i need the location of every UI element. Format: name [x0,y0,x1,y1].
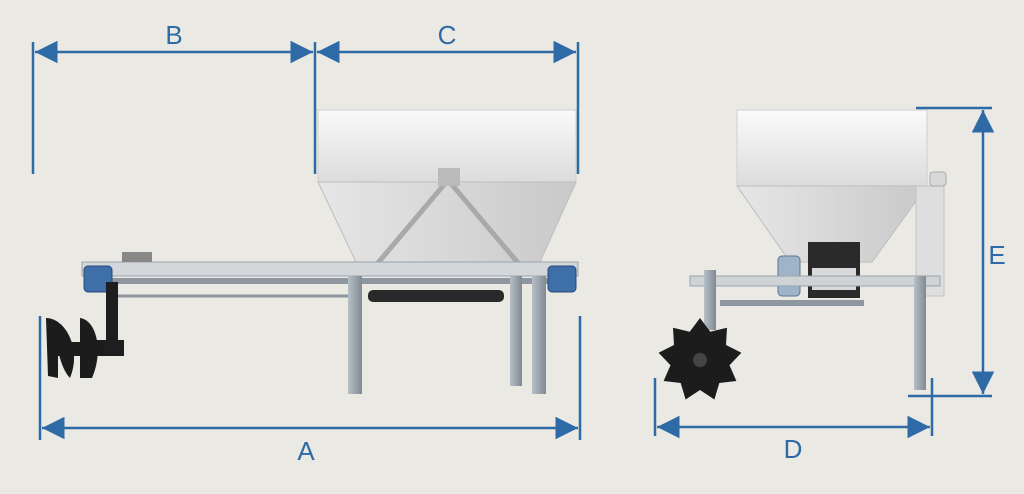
front-frame-bar [689,275,941,287]
front-leg-right [914,276,926,390]
front-view-machine [658,109,947,400]
side-view-machine [46,109,579,394]
side-conveyor-lower [110,278,550,284]
front-leg-left [704,270,716,330]
dim-label-d: D [784,434,803,464]
side-leg-3 [532,276,546,394]
side-right-motor [547,265,577,293]
side-conveyor-frame [81,261,579,277]
front-disc [658,318,742,400]
side-top-bracket [438,168,460,186]
dim-label-a: A [297,436,315,466]
side-left-motor [83,265,113,293]
side-hopper-funnel [317,181,577,263]
dim-label-e: E [988,240,1005,270]
front-hopper-box [736,109,928,187]
side-leg-1 [348,276,362,394]
side-leg-2 [510,276,522,386]
side-belt-drum [368,290,504,302]
dim-label-c: C [438,20,457,50]
side-disc-arm [106,282,118,344]
front-hopper-funnel [736,185,928,263]
dim-label-b: B [165,20,182,50]
dimension-lines [31,40,995,440]
